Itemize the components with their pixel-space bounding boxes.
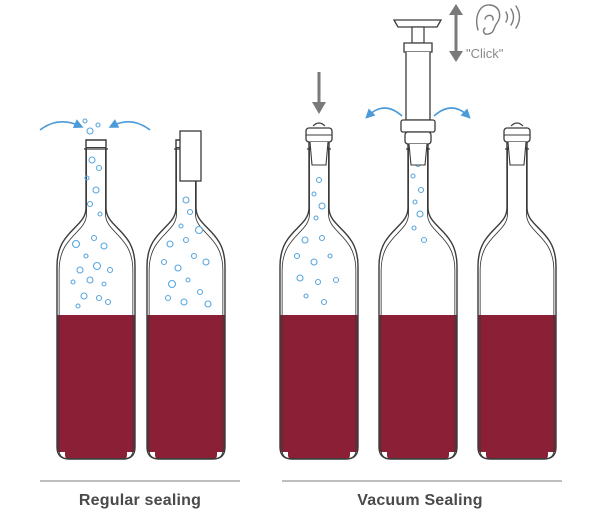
bubble-icon — [84, 175, 90, 181]
bubble-icon — [88, 156, 96, 164]
bubble-icon — [311, 191, 317, 197]
bubble-icon — [92, 186, 100, 194]
bubble-icon — [86, 276, 94, 284]
bubble-icon — [410, 173, 416, 179]
bubble-icon — [416, 210, 424, 218]
bubble-icon — [76, 266, 84, 274]
bubble-icon — [301, 236, 309, 244]
bubble-icon — [196, 288, 204, 296]
bubble-icon — [190, 252, 198, 260]
bubble-icon — [90, 234, 98, 242]
wine-bottle — [56, 139, 136, 460]
bubble-icon — [104, 298, 112, 306]
bubble-icon — [95, 294, 103, 302]
bubble-icon — [314, 278, 322, 286]
blue-curved-arrow-icon — [365, 107, 403, 119]
bubble-icon — [185, 277, 191, 283]
bottle-outer-outline — [477, 139, 557, 460]
wine-liquid-body — [478, 315, 556, 452]
bottle-outer-outline — [279, 139, 359, 460]
wine-bottle — [477, 139, 557, 460]
ear-sound-icon — [476, 4, 521, 35]
bubble-icon — [86, 200, 94, 208]
up-down-arrow-icon — [449, 4, 463, 62]
bubble-icon — [167, 279, 177, 289]
down-arrow-head — [312, 102, 326, 114]
bottle-inner-outline — [479, 147, 555, 459]
bubble-icon — [303, 293, 309, 299]
wine-bottle — [279, 139, 359, 460]
bubble-icon — [327, 253, 333, 259]
bubble-icon — [293, 252, 301, 260]
stopper-icon — [305, 122, 333, 166]
wine-liquid-body — [280, 315, 358, 452]
bubble-icon — [70, 279, 76, 285]
blue-curved-arrow-icon — [39, 119, 84, 131]
bubble-icon — [82, 118, 88, 124]
bubble-icon — [101, 281, 107, 287]
click-label: "Click" — [466, 46, 504, 61]
wine-bottle — [378, 139, 458, 460]
bubble-icon — [174, 264, 182, 272]
bubble-icon — [420, 236, 428, 244]
bottle-outer-outline — [146, 139, 226, 460]
bubble-icon — [180, 298, 188, 306]
bubble-icon — [313, 215, 319, 221]
bubble-icon — [332, 276, 340, 284]
bubble-icon — [320, 298, 328, 306]
bubble-icon — [80, 292, 88, 300]
wine-liquid-body — [379, 315, 457, 452]
bubble-icon — [106, 266, 114, 274]
bubble-icon — [204, 300, 212, 308]
bubble-icon — [411, 225, 417, 231]
bubble-icon — [178, 223, 184, 229]
vacuum-pump-icon — [392, 19, 443, 166]
bubble-icon — [95, 164, 103, 172]
bottle-inner-outline — [281, 147, 357, 459]
bubble-icon — [92, 261, 102, 271]
bottle-outer-outline — [56, 139, 136, 460]
bubble-icon — [100, 242, 108, 250]
bubble-icon — [315, 176, 323, 184]
bubble-icon — [182, 196, 190, 204]
bubble-icon — [310, 258, 318, 266]
blue-curved-arrow-icon — [108, 119, 151, 131]
bubble-icon — [412, 199, 418, 205]
cork — [179, 130, 202, 182]
bottle-inner-outline — [58, 147, 134, 459]
wine-liquid-body — [57, 315, 135, 452]
blue-curved-arrow-icon — [433, 107, 471, 119]
bubble-icon — [83, 253, 89, 259]
bubble-icon — [296, 274, 304, 282]
bubble-icon — [318, 202, 326, 210]
bubble-icon — [86, 127, 94, 135]
bubble-icon — [417, 186, 425, 194]
bubble-icon — [160, 258, 168, 266]
bottle-inner-outline — [380, 147, 456, 459]
bubble-icon — [186, 208, 194, 216]
bubble-icon — [95, 122, 101, 128]
caption-regular-sealing: Regular sealing — [78, 492, 202, 509]
bubble-icon — [182, 236, 190, 244]
bubble-icon — [75, 303, 81, 309]
bubble-icon — [194, 225, 204, 235]
bottle-inner-outline — [148, 147, 224, 459]
caption-vacuum-sealing: Vacuum Sealing — [357, 492, 483, 509]
bubble-icon — [164, 294, 172, 302]
wine-liquid-body — [147, 315, 225, 452]
bubble-icon — [71, 239, 81, 249]
bottle-outer-outline — [378, 139, 458, 460]
wine-bottle — [146, 139, 226, 460]
bubble-icon — [166, 240, 174, 248]
bubble-icon — [97, 211, 103, 217]
bubble-icon — [318, 234, 326, 242]
bubble-icon — [202, 258, 210, 266]
stopper-icon — [503, 122, 531, 166]
